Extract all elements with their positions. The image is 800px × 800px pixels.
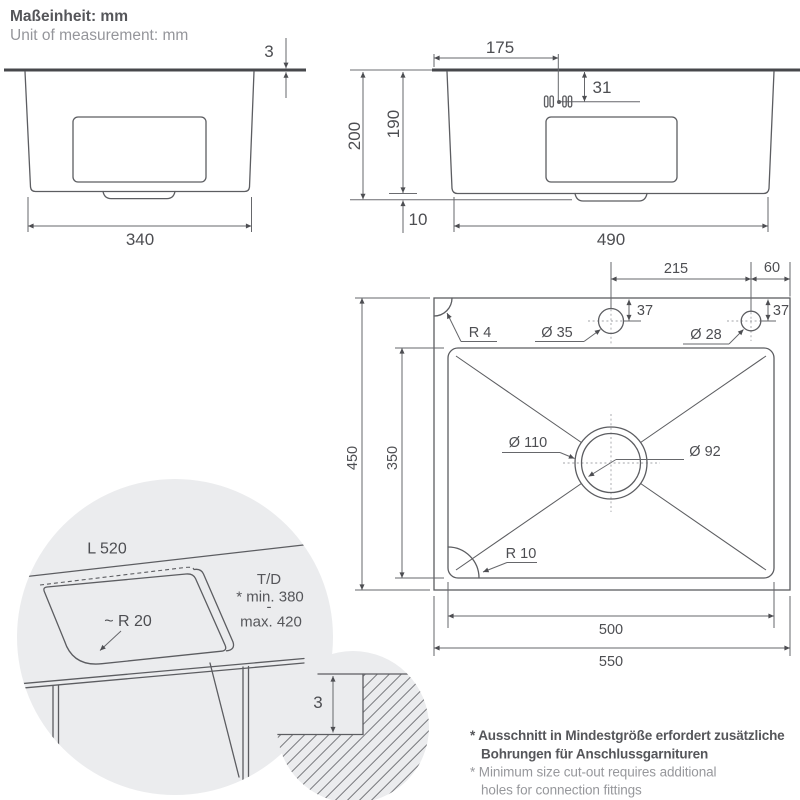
basin-corner-radius-arc [447, 546, 480, 579]
svg-text:Ø 28: Ø 28 [690, 327, 721, 343]
front-inner-panel [545, 116, 678, 183]
cutout-detail-background [17, 479, 333, 795]
front-dim-hole-depth-label: 31 [593, 78, 612, 97]
side-dim-width: 340 [27, 197, 252, 249]
front-dim-depth-total: 200 [345, 72, 366, 200]
top-dim-hole-spacing: 215 60 [610, 260, 791, 311]
top-outer-rim [433, 297, 791, 591]
top-dim-height-inner-label: 350 [385, 446, 401, 470]
cutout-thickness-edge [193, 568, 235, 652]
front-dim-hole-depth: 31 [559, 72, 640, 103]
cutout-depth-title: T/D [257, 571, 281, 588]
top-dim-width-outer-label: 550 [599, 654, 623, 670]
front-dim-depth-total-label: 200 [345, 122, 364, 150]
side-drain-bump [102, 190, 176, 200]
sink-rim-dashed-outline [39, 566, 195, 586]
footnote-en-line2: holes for connection fittings [481, 783, 642, 798]
top-dim-hole2-offset: 37 [761, 299, 789, 322]
basin-slope-lines [455, 355, 767, 571]
drain [563, 414, 660, 512]
side-sink-body [24, 70, 255, 193]
counter-front-edge-top [17, 657, 305, 686]
cutout-detail: L 520 ~ R 20 T/D * min. 380 - max. 420 [17, 479, 333, 795]
top-dim-height-inner: 350 [385, 347, 444, 579]
front-dim-hole-offset: 175 [433, 38, 559, 102]
unit-title-en: Unit of measurement: mm [10, 27, 188, 44]
cutout-depth-separator: - [267, 599, 272, 616]
front-sink-body [446, 70, 775, 195]
top-dim-hole-edge-label: 60 [764, 260, 780, 276]
top-dim-width-inner: 500 [447, 582, 775, 638]
front-view: 200 190 10 175 31 [345, 38, 800, 249]
top-dim-hole1-offset-label: 37 [637, 303, 653, 319]
label-basin-corner-radius: R 10 [482, 546, 537, 573]
front-dim-base-gap: 10 [400, 200, 428, 233]
header: Maßeinheit: mm Unit of measurement: mm [10, 8, 188, 44]
counter-hatch-lower [277, 734, 429, 800]
front-drain-bump [574, 192, 648, 202]
front-dim-hole-offset-label: 175 [486, 38, 514, 57]
side-dim-width-label: 340 [126, 230, 154, 249]
front-dim-width-label: 490 [597, 230, 625, 249]
faucet-fitting-symbol [543, 95, 573, 108]
label-drain-inner: Ø 92 [588, 444, 721, 477]
footnotes: * Ausschnitt in Mindestgröße erfordert z… [470, 728, 785, 798]
cutout-depth-min: * min. 380 [236, 589, 304, 606]
front-dim-depth-inner: 190 [384, 72, 406, 193]
top-basin [447, 347, 775, 579]
svg-text:Ø 110: Ø 110 [509, 435, 547, 451]
top-dim-hole1-offset: 37 [624, 299, 653, 322]
counter-front-edge-bottom [17, 662, 305, 690]
side-dim-rim-thickness: 3 [264, 38, 289, 98]
label-drain-outer: Ø 110 [502, 435, 575, 459]
top-dim-hole2-offset-label: 37 [773, 303, 789, 319]
top-dim-height-outer-label: 450 [345, 446, 361, 470]
svg-text:Ø 35: Ø 35 [541, 325, 572, 341]
counter-back-edge [17, 543, 313, 579]
drain-circle-outer [574, 426, 648, 500]
front-dim-base-gap-label: 10 [409, 210, 428, 229]
cutout-corner-leader [99, 630, 122, 651]
label-corner-radius: R 4 [446, 312, 497, 342]
svg-text:R 10: R 10 [506, 546, 537, 562]
top-corner-radius-arc [433, 297, 453, 317]
front-dim-depth-inner-label: 190 [384, 110, 403, 138]
top-dim-height-outer: 450 [345, 297, 430, 591]
footnote-de-line1: * Ausschnitt in Mindestgröße erfordert z… [470, 728, 785, 743]
top-dim-hole-spacing-label: 215 [664, 261, 688, 277]
front-dim-width: 490 [453, 197, 769, 249]
svg-text:R 4: R 4 [469, 325, 492, 341]
label-hole2-diameter: Ø 28 [683, 327, 744, 345]
side-view: 3 340 [4, 38, 306, 249]
top-view: 215 60 37 37 R 4 Ø 35 Ø 28 [345, 260, 791, 670]
cutout-depth-max: max. 420 [240, 614, 302, 631]
svg-text:Ø 92: Ø 92 [689, 444, 720, 460]
cutout-corner-radius-label: ~ R 20 [104, 613, 152, 630]
faucet-hole-2 [727, 303, 767, 341]
footnote-en-line1: * Minimum size cut-out requires addition… [470, 765, 717, 780]
side-dim-rim-thickness-label: 3 [264, 42, 273, 61]
edge-dim-step-label: 3 [313, 693, 322, 712]
footnote-de-line2: Bohrungen für Anschlussgarnituren [481, 747, 708, 762]
top-dim-width-outer: 550 [433, 596, 791, 670]
top-dim-width-inner-label: 500 [599, 622, 623, 638]
counter-cutout-opening [43, 573, 227, 665]
counter-hatch-upper [363, 674, 429, 735]
label-hole1-diameter: Ø 35 [535, 325, 601, 342]
unit-title-de: Maßeinheit: mm [10, 8, 128, 25]
side-inner-panel [72, 116, 207, 183]
drain-circle-inner [580, 432, 642, 494]
cutout-length-label: L 520 [87, 541, 127, 558]
